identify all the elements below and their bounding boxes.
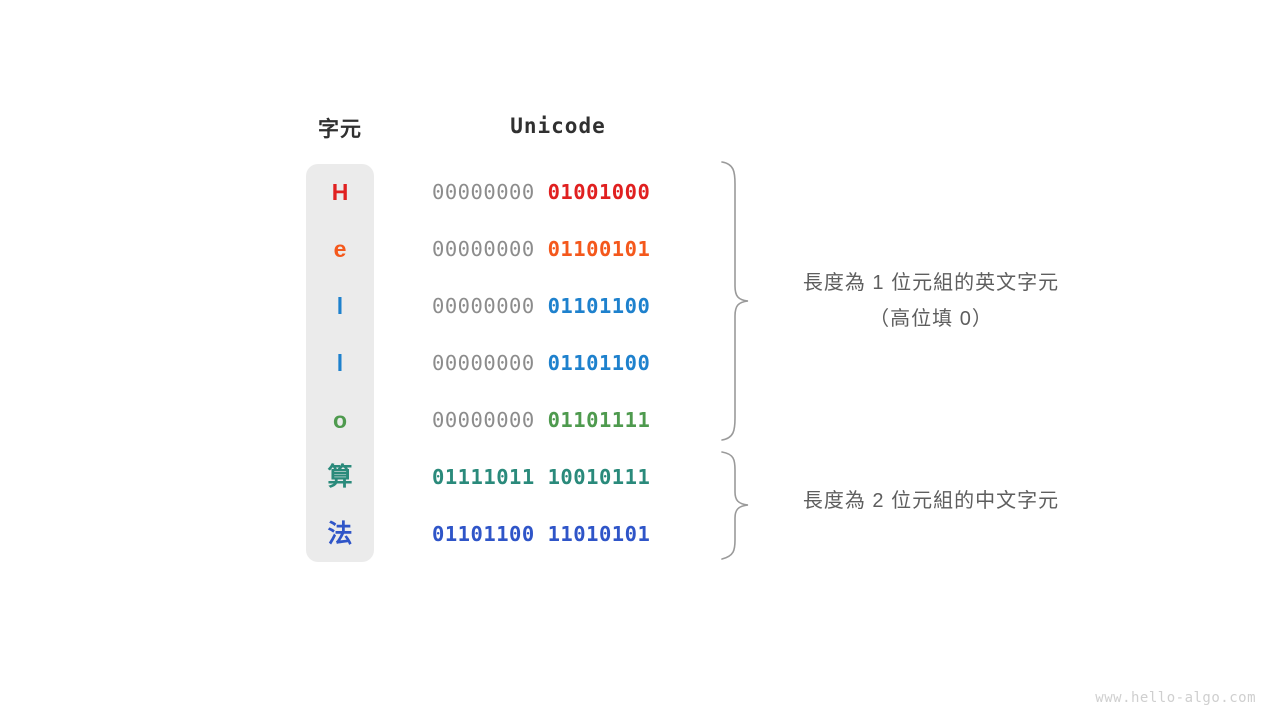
character-glyph: l bbox=[336, 350, 344, 376]
low-byte: 11010101 bbox=[547, 522, 651, 546]
character-glyph: 算 bbox=[327, 463, 353, 491]
table-row: 法 01101100 11010101 bbox=[0, 506, 1280, 563]
high-byte: 00000000 bbox=[432, 408, 535, 432]
brace-two-byte-group bbox=[718, 450, 758, 562]
annotation-one-byte: 長度為 1 位元組的英文字元 （高位填 0） bbox=[756, 265, 1106, 337]
high-byte: 00000000 bbox=[432, 294, 535, 318]
character-glyph: e bbox=[333, 236, 347, 262]
character-glyph: 法 bbox=[327, 520, 353, 548]
low-byte: 01101100 bbox=[547, 294, 651, 318]
high-byte: 01101100 bbox=[432, 522, 535, 546]
annotation-one-byte-line2: （高位填 0） bbox=[869, 308, 993, 330]
high-byte: 00000000 bbox=[432, 237, 535, 261]
table-row: l 00000000 01101100 bbox=[0, 335, 1280, 392]
character-glyph: H bbox=[331, 179, 349, 205]
watermark: www.hello-algo.com bbox=[1095, 690, 1256, 706]
high-byte: 01111011 bbox=[432, 465, 535, 489]
annotation-one-byte-line1: 長度為 1 位元組的英文字元 bbox=[802, 272, 1060, 294]
column-header-unicode: Unicode bbox=[510, 114, 606, 138]
table-row: H 00000000 01001000 bbox=[0, 164, 1280, 221]
annotation-two-byte: 長度為 2 位元組的中文字元 bbox=[756, 483, 1106, 519]
annotation-two-byte-line1: 長度為 2 位元組的中文字元 bbox=[802, 490, 1060, 512]
low-byte: 01101111 bbox=[547, 408, 651, 432]
unicode-bits: 00000000 01100101 bbox=[432, 221, 684, 278]
low-byte: 01100101 bbox=[547, 237, 651, 261]
column-header-character: 字元 bbox=[318, 118, 362, 141]
high-byte: 00000000 bbox=[432, 351, 535, 375]
low-byte: 01101100 bbox=[547, 351, 651, 375]
brace-one-byte-group bbox=[718, 160, 758, 442]
character-glyph: o bbox=[332, 407, 348, 433]
unicode-bits: 00000000 01101111 bbox=[432, 392, 684, 449]
high-byte: 00000000 bbox=[432, 180, 535, 204]
character-glyph: l bbox=[336, 293, 344, 319]
character-column-panel bbox=[306, 164, 374, 562]
table-row: o 00000000 01101111 bbox=[0, 392, 1280, 449]
unicode-bits: 01101100 11010101 bbox=[432, 506, 684, 563]
unicode-bits: 01111011 10010111 bbox=[432, 449, 684, 506]
unicode-bits: 00000000 01101100 bbox=[432, 335, 684, 392]
unicode-bits: 00000000 01001000 bbox=[432, 164, 684, 221]
low-byte: 10010111 bbox=[547, 465, 651, 489]
low-byte: 01001000 bbox=[547, 180, 651, 204]
table-row: e 00000000 01100101 bbox=[0, 221, 1280, 278]
table-row: 算 01111011 10010111 bbox=[0, 449, 1280, 506]
table-row: l 00000000 01101100 bbox=[0, 278, 1280, 335]
unicode-bits: 00000000 01101100 bbox=[432, 278, 684, 335]
